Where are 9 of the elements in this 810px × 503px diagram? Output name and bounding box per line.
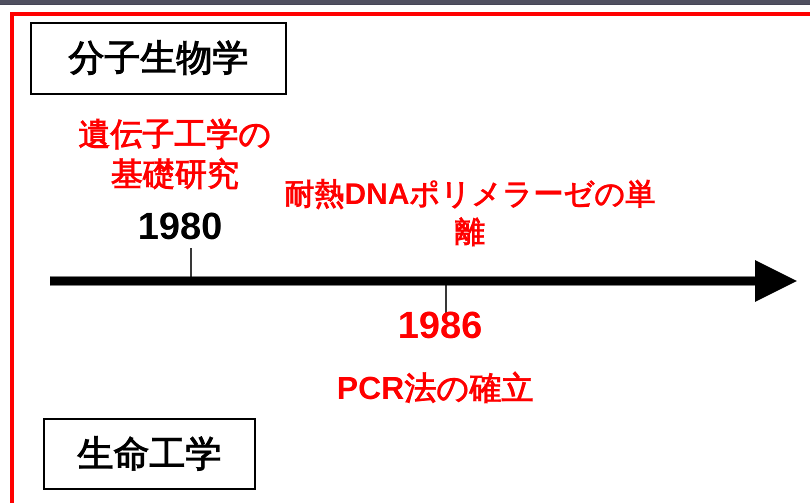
title-box bbox=[30, 22, 287, 95]
box-title: 分子生物学 bbox=[68, 36, 248, 80]
title-box bbox=[43, 418, 256, 490]
box-title: 生命工学 bbox=[78, 432, 222, 476]
event-text: 遺伝子工学の基礎研究 bbox=[78, 115, 272, 194]
year-label: 1986 bbox=[396, 304, 484, 349]
year-label: 1980 bbox=[136, 205, 224, 250]
event-text: 耐熱DNAポリメラーゼの単離 bbox=[284, 177, 656, 250]
event-text: PCR法の確立 bbox=[336, 369, 534, 408]
